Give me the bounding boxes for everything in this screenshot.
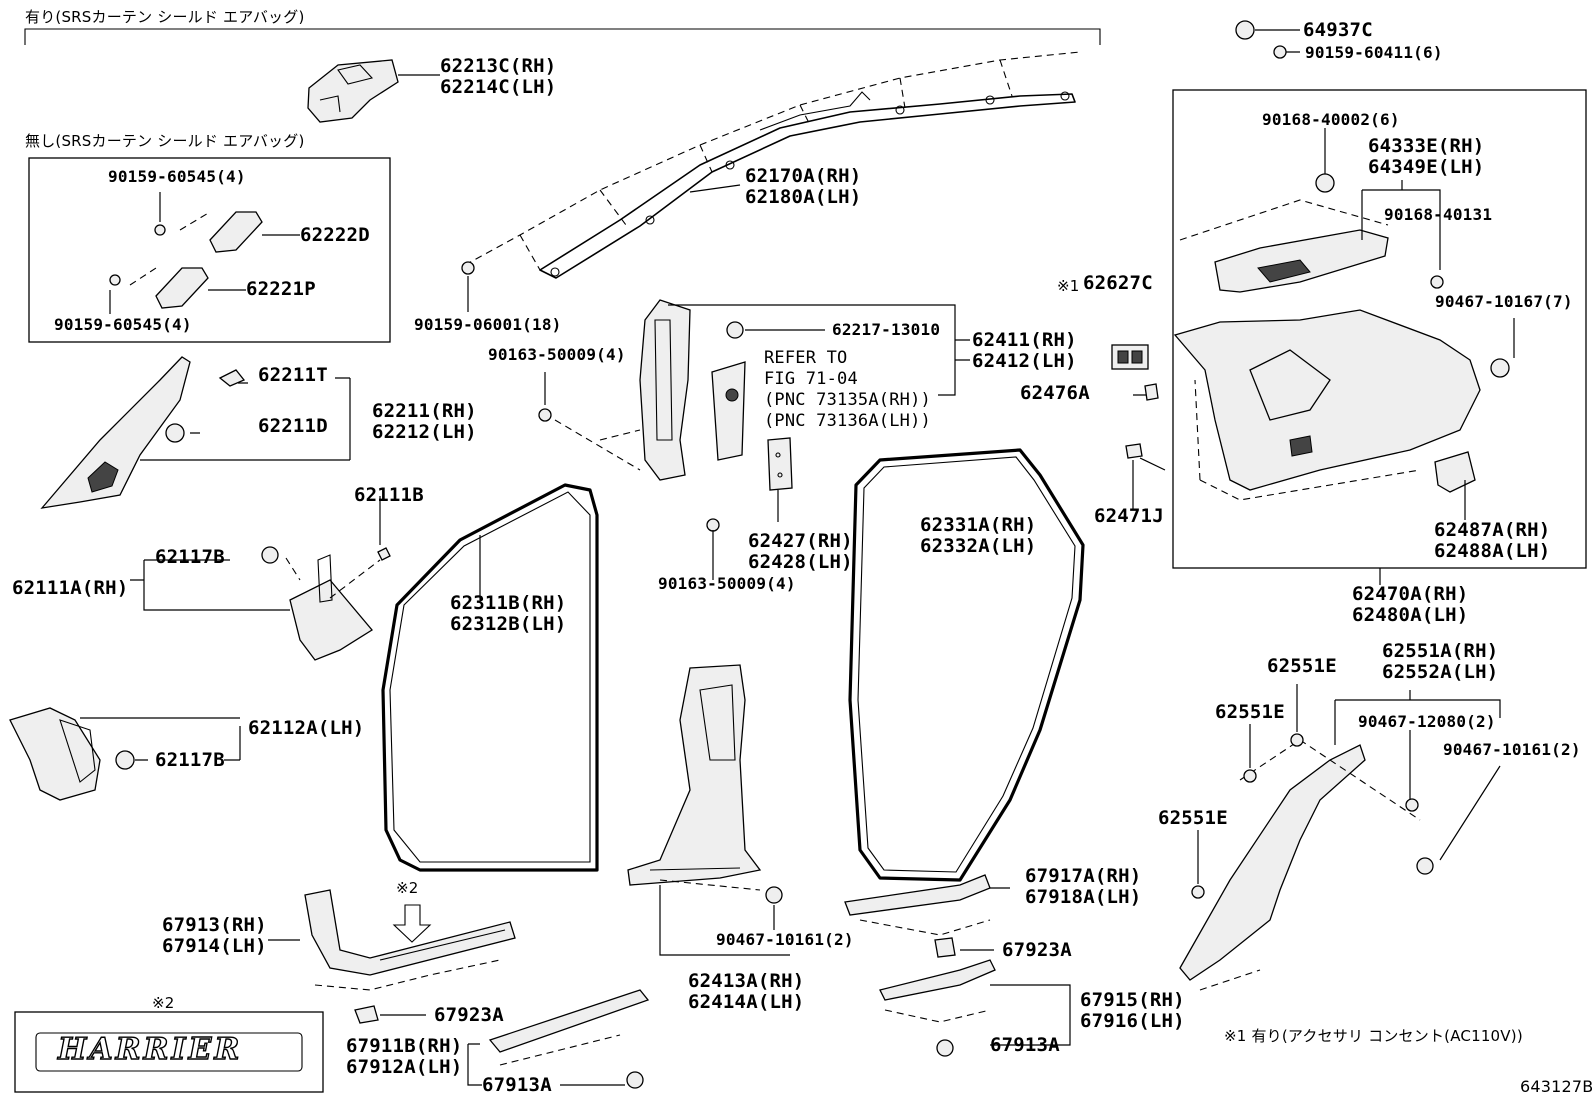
- label-90159-06001: 90159-06001(18): [414, 315, 562, 334]
- label-90163-50009-b: 90163-50009(4): [658, 574, 796, 593]
- label-62117B-a: 62117B: [155, 546, 225, 568]
- label-62221P: 62221P: [246, 278, 316, 300]
- label-67911B: 67911B(RH): [346, 1035, 463, 1057]
- label-62112A: 62112A(LH): [248, 717, 365, 739]
- label-90163-50009-a: 90163-50009(4): [488, 345, 626, 364]
- quarter-trim-assembly: [1173, 20, 1515, 585]
- label-90168-40002: 90168-40002(6): [1262, 110, 1400, 129]
- label-62487A: 62487A(RH): [1434, 519, 1551, 541]
- note-accessory-socket: ※1 有り(アクセサリ コンセント(AC110V)): [1224, 1027, 1523, 1045]
- front-pillar-garnish: [40, 356, 351, 509]
- label-62211T: 62211T: [258, 364, 328, 386]
- label-90467-12080: 90467-12080(2): [1358, 712, 1496, 731]
- label-67923A-a: 67923A: [1002, 939, 1072, 961]
- label-90159-60545-a: 90159-60545(4): [108, 167, 246, 186]
- emblem-frame: [14, 1011, 324, 1093]
- label-62551E-c: 62551E: [1158, 807, 1228, 829]
- center-pillar-lower: [627, 664, 790, 956]
- label-62551A: 62551A(RH): [1382, 640, 1499, 662]
- label-64333E: 64333E(RH): [1368, 135, 1485, 157]
- label-62311B: 62311B(RH): [450, 592, 567, 614]
- label-62213C: 62213C(RH): [440, 55, 557, 77]
- front-door-weatherstrip: [381, 483, 599, 872]
- label-67913A-b: 67913A: [990, 1034, 1060, 1056]
- label-67918A: 67918A(LH): [1025, 886, 1142, 908]
- label-90168-40131: 90168-40131: [1384, 205, 1493, 224]
- roof-bracket-small-parts: [109, 192, 300, 314]
- label-62551E-a: 62551E: [1267, 655, 1337, 677]
- label-62331A: 62331A(RH): [920, 514, 1037, 536]
- refer-to-line-2: FIG 71-04: [764, 369, 858, 389]
- label-62211D: 62211D: [258, 415, 328, 437]
- label-90159-60411: 90159-60411(6): [1305, 43, 1443, 62]
- label-62170A: 62170A(RH): [745, 165, 862, 187]
- rear-door-weatherstrip: [848, 448, 1085, 882]
- front-scuff-plate: [268, 889, 516, 1024]
- note-with-srs: 有り(SRSカーテン シールド エアバッグ): [25, 8, 305, 26]
- label-64937C: 64937C: [1303, 19, 1373, 41]
- label-62111A: 62111A(RH): [12, 577, 129, 599]
- cowl-side-trim-rh: [130, 496, 391, 661]
- label-62111B: 62111B: [354, 484, 424, 506]
- label-62471J: 62471J: [1094, 505, 1164, 527]
- harrier-emblem-logo: HARRIER: [57, 1031, 243, 1067]
- label-62470A: 62470A(RH): [1352, 583, 1469, 605]
- label-67923A-b: 67923A: [434, 1004, 504, 1026]
- label-62117B-b: 62117B: [155, 749, 225, 771]
- label-62476A: 62476A: [1020, 382, 1090, 404]
- label-62414A: 62414A(LH): [688, 991, 805, 1013]
- refer-to-line-1: REFER TO: [764, 348, 848, 368]
- deck-side-trim: [1179, 684, 1501, 991]
- label-90467-10161-a: 90467-10161(2): [1443, 740, 1581, 759]
- label-62411: 62411(RH): [972, 329, 1077, 351]
- label-62551E-b: 62551E: [1215, 701, 1285, 723]
- label-62552A: 62552A(LH): [1382, 661, 1499, 683]
- label-62413A: 62413A(RH): [688, 970, 805, 992]
- label-64349E: 64349E(LH): [1368, 156, 1485, 178]
- no-srs-box: [28, 157, 391, 343]
- label-67913A-a: 67913A: [482, 1074, 552, 1096]
- label-62211: 62211(RH): [372, 400, 477, 422]
- label-67915: 67915(RH): [1080, 989, 1185, 1011]
- srs-bracket: [24, 28, 1101, 45]
- label-62222D: 62222D: [300, 224, 370, 246]
- refer-to-line-4: (PNC 73136A(LH)): [764, 411, 931, 431]
- label-62180A: 62180A(LH): [745, 186, 862, 208]
- curtain-airbag-part: [461, 51, 1081, 312]
- label-62412: 62412(LH): [972, 350, 1077, 372]
- roof-bracket-part: [307, 59, 440, 123]
- mark-1: ※1: [1057, 277, 1080, 295]
- label-62332A: 62332A(LH): [920, 535, 1037, 557]
- label-62427: 62427(RH): [748, 530, 853, 552]
- mark-2b: ※2: [152, 994, 175, 1012]
- front-scuff-plate-lower: [467, 989, 650, 1089]
- label-67912A: 67912A(LH): [346, 1056, 463, 1078]
- label-62627C: 62627C: [1083, 272, 1153, 294]
- label-62212: 62212(LH): [372, 421, 477, 443]
- accessory-socket-part: [1111, 344, 1166, 510]
- label-90159-60545-b: 90159-60545(4): [54, 315, 192, 334]
- note-without-srs: 無し(SRSカーテン シールド エアバッグ): [25, 132, 305, 150]
- figure-code: 643127B: [1520, 1077, 1592, 1096]
- label-62312B: 62312B(LH): [450, 613, 567, 635]
- label-90467-10161-b: 90467-10161(2): [716, 930, 854, 949]
- label-62214C: 62214C(LH): [440, 76, 557, 98]
- center-pillar-upper: [538, 299, 970, 580]
- label-62488A: 62488A(LH): [1434, 540, 1551, 562]
- label-90467-10167: 90467-10167(7): [1435, 292, 1573, 311]
- label-67913: 67913(RH): [162, 914, 267, 936]
- mark-2: ※2: [396, 879, 419, 897]
- label-62217-13010: 62217-13010: [832, 320, 941, 339]
- rear-scuff-plate: [844, 874, 1071, 1057]
- label-62480A: 62480A(LH): [1352, 604, 1469, 626]
- cowl-side-trim-lh: [9, 707, 241, 801]
- label-62428: 62428(LH): [748, 551, 853, 573]
- label-67916: 67916(LH): [1080, 1010, 1185, 1032]
- refer-to-line-3: (PNC 73135A(RH)): [764, 390, 931, 410]
- label-67917A: 67917A(RH): [1025, 865, 1142, 887]
- label-67914: 67914(LH): [162, 935, 267, 957]
